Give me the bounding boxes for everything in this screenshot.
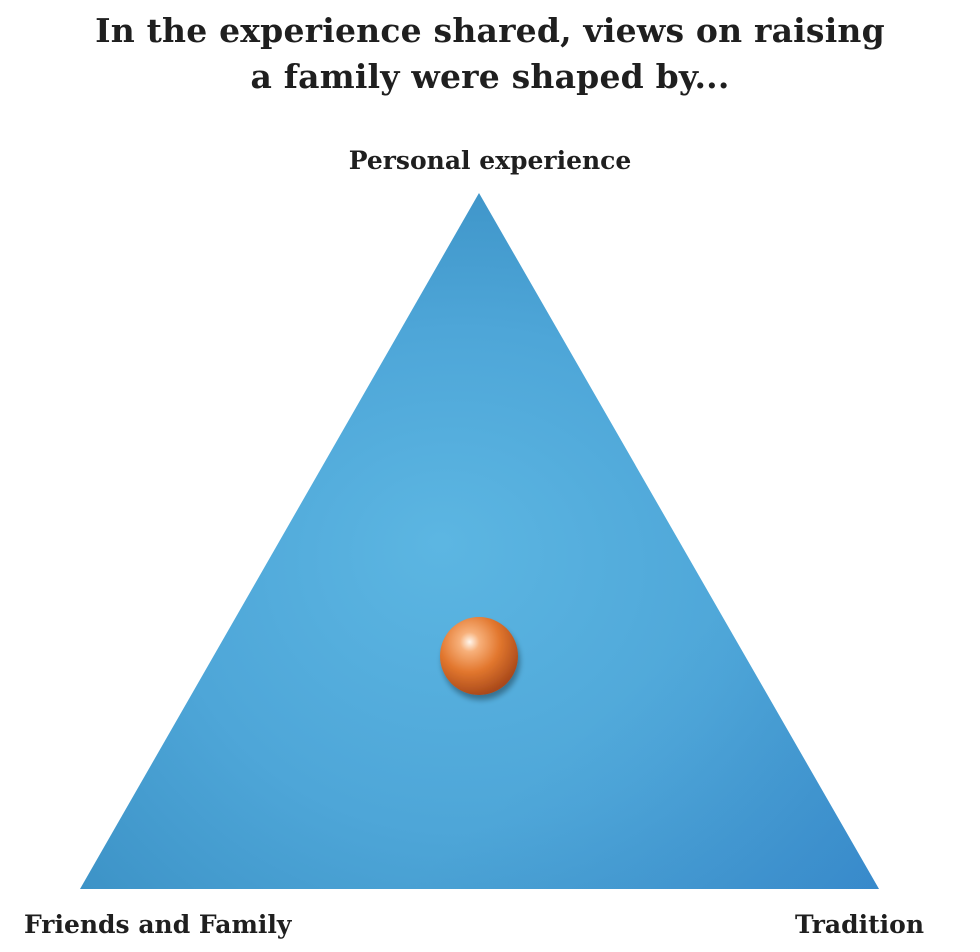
vertex-label-friends-and-family: Friends and Family bbox=[24, 910, 292, 939]
position-marker bbox=[440, 617, 518, 695]
diagram-title: In the experience shared, views on raisi… bbox=[0, 8, 980, 100]
title-line-1: In the experience shared, views on raisi… bbox=[95, 11, 885, 50]
vertex-label-personal-experience: Personal experience bbox=[348, 146, 632, 175]
vertex-label-tradition: Tradition bbox=[794, 910, 924, 939]
triangle-shading bbox=[80, 193, 879, 889]
title-line-2: a family were shaped by... bbox=[250, 57, 730, 96]
